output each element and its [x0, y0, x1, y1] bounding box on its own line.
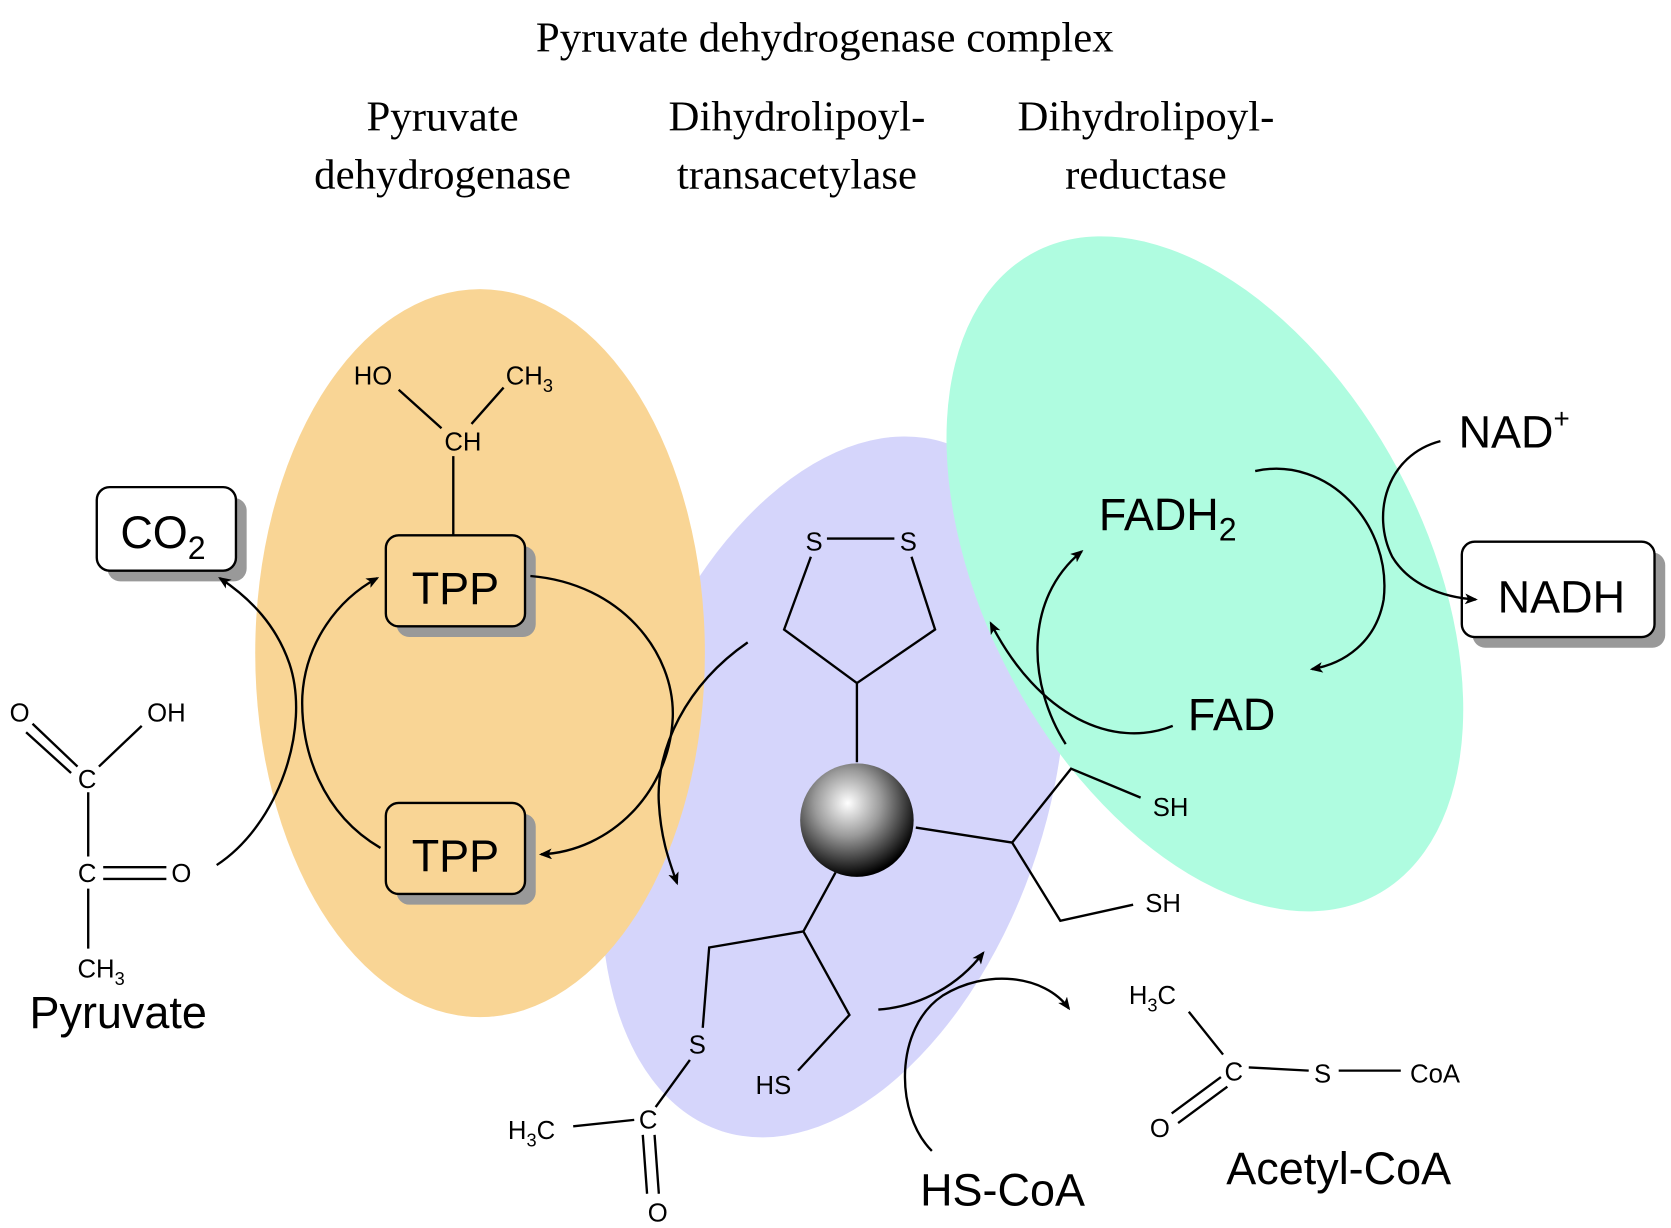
atom-s: S	[806, 528, 823, 556]
nad-label: NAD+	[1459, 403, 1570, 457]
diagram-title: Pyruvate dehydrogenase complex	[536, 14, 1114, 61]
atom-ch3: CH3	[78, 955, 125, 988]
atom-h3c: H3C	[1129, 982, 1176, 1015]
enzyme-heading-line1: Dihydrolipoyl-	[1018, 94, 1275, 141]
enzyme-heading-line2: reductase	[1065, 151, 1227, 198]
fadh2-label: FADH2	[1099, 489, 1237, 548]
enzyme-heading-e2: Dihydrolipoyl- transacetylase	[669, 94, 926, 199]
tpp-top-box: TPP	[384, 534, 536, 638]
hydroxyethyl-bonds	[397, 386, 505, 536]
pyruvate-structure: O OH C C O CH3 Pyruvate	[10, 700, 207, 1038]
arrow-nad-to-nadh	[1381, 439, 1478, 605]
tpp-top-label: TPP	[412, 563, 499, 614]
acetylcoa-bonds	[1170, 1010, 1401, 1125]
atom-c: C	[639, 1106, 658, 1134]
arrow-to-lipoamide	[657, 641, 749, 886]
dehydrogenase-region	[255, 289, 705, 1018]
enzyme-heading-line2: dehydrogenase	[314, 151, 571, 198]
co2-label: CO2	[120, 507, 205, 566]
acetylcoa-label: Acetyl-CoA	[1226, 1143, 1451, 1194]
atom-s: S	[689, 1031, 706, 1059]
ch3-label: CH3	[506, 362, 553, 395]
atom-c: C	[78, 860, 97, 888]
arrow-pyruvate-to-co2	[216, 576, 298, 867]
atom-h3c: H3C	[508, 1117, 555, 1150]
enzyme-heading-line1: Dihydrolipoyl-	[669, 94, 926, 141]
co2-box: CO2	[95, 485, 247, 582]
tpp-bottom-label: TPP	[412, 830, 499, 881]
atom-s: S	[900, 528, 917, 556]
atom-c: C	[78, 766, 97, 794]
enzyme-heading-line1: Pyruvate	[366, 94, 518, 141]
arrow-tpp-cycle	[530, 574, 674, 860]
tpp-bottom-box: TPP	[384, 801, 536, 905]
atom-sh: SH	[1145, 890, 1181, 918]
arrow-to-sh	[878, 951, 985, 1011]
dithiolane-ring	[782, 537, 937, 763]
atom-hs: HS	[756, 1072, 792, 1100]
core-sphere	[800, 763, 914, 877]
enzyme-heading-e3: Dihydrolipoyl- reductase	[1018, 94, 1275, 199]
atom-o: O	[10, 700, 30, 728]
atom-o: O	[648, 1200, 668, 1228]
arrow-fadh2-to-fad	[1254, 467, 1386, 673]
enzyme-heading-line2: transacetylase	[677, 151, 917, 198]
fad-label: FAD	[1188, 689, 1275, 740]
atom-sh: SH	[1153, 794, 1189, 822]
enzyme-heading-e1: Pyruvate dehydrogenase	[314, 94, 571, 199]
atom-s: S	[1314, 1060, 1331, 1088]
atom-oh: OH	[147, 700, 186, 728]
hscoa-label: HS-CoA	[920, 1165, 1085, 1216]
pyruvate-label: Pyruvate	[29, 987, 206, 1038]
nadh-label: NADH	[1498, 571, 1625, 622]
dihydrolipoyl-arm	[915, 767, 1142, 923]
ch-label: CH	[444, 429, 481, 457]
atom-o: O	[171, 860, 191, 888]
atom-o: O	[1150, 1115, 1170, 1143]
ho-label: HO	[354, 362, 393, 390]
arrow-to-tpp-top	[301, 577, 382, 849]
arrow-hscoa-to-acetylcoa	[903, 977, 1071, 1152]
atom-coa: CoA	[1410, 1060, 1461, 1088]
atom-c: C	[1224, 1058, 1243, 1086]
acetylcoa-structure: H3C C S CoA O Acetyl-CoA	[1129, 982, 1461, 1194]
arrow-to-fadh2	[1036, 550, 1084, 745]
pyruvate-bonds	[25, 722, 167, 949]
acetyl-lipoamide-arm	[573, 871, 851, 1194]
nadh-box: NADH	[1460, 540, 1666, 648]
arrow-fad-to-disulfide	[989, 621, 1174, 735]
reductase-region	[946, 236, 1464, 912]
